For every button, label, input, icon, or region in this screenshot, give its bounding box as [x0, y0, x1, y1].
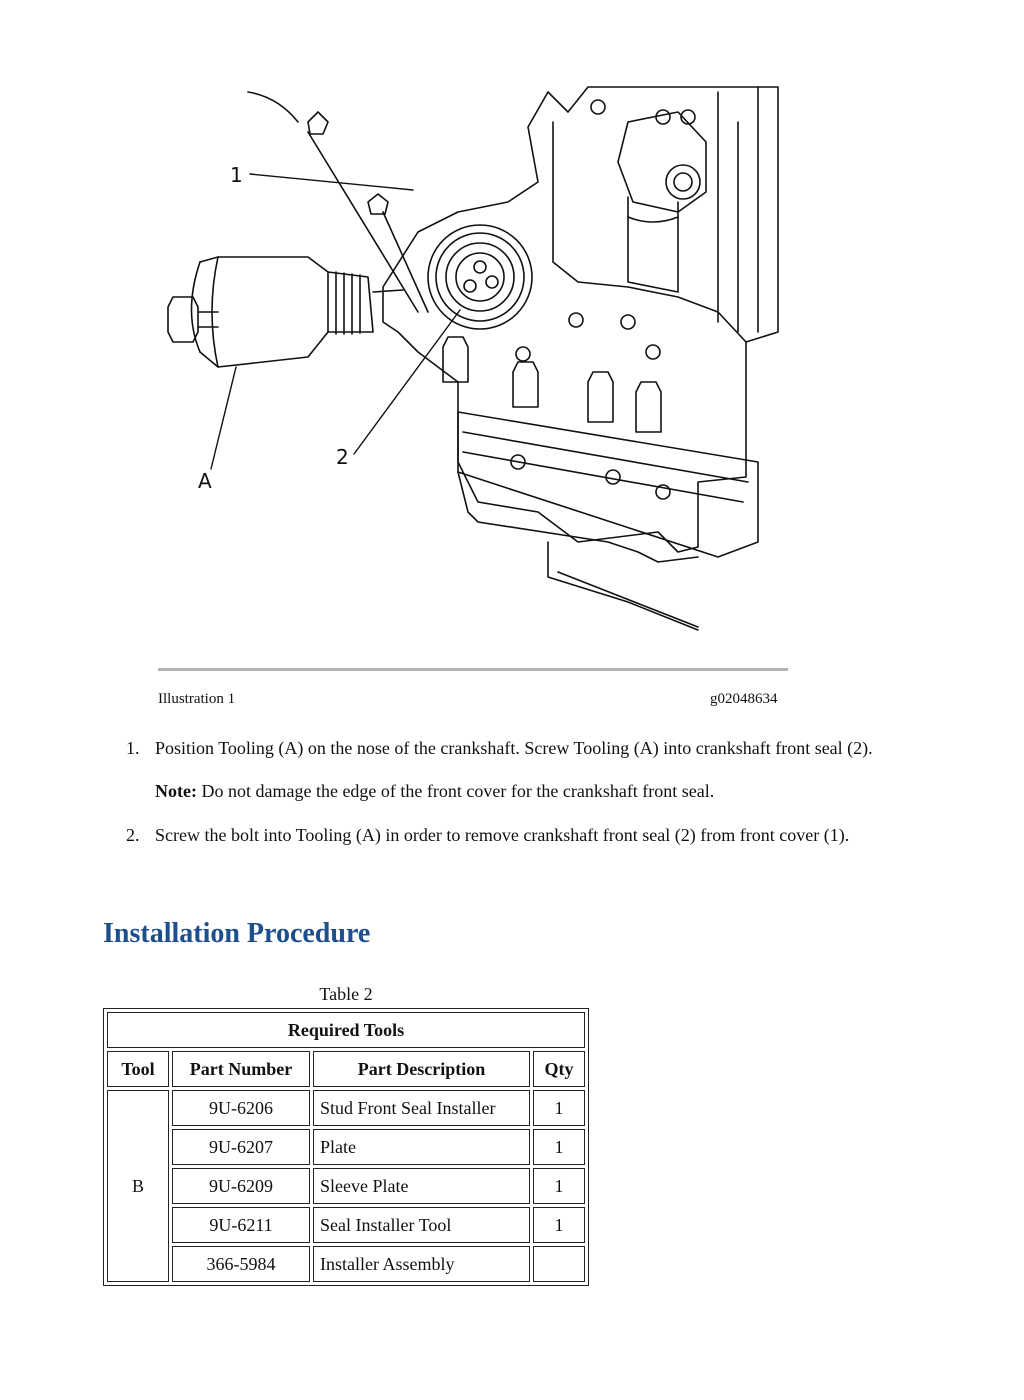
- step-text: Position Tooling (A) on the nose of the …: [155, 738, 873, 758]
- part-description-cell: Sleeve Plate: [313, 1168, 530, 1204]
- qty-cell: 1: [533, 1090, 585, 1126]
- part-description-cell: Seal Installer Tool: [313, 1207, 530, 1243]
- table-row: 9U-6209 Sleeve Plate 1: [107, 1168, 585, 1204]
- step-item: 2. Screw the bolt into Tooling (A) in or…: [126, 823, 926, 847]
- step-item: 1. Position Tooling (A) on the nose of t…: [126, 736, 926, 803]
- caption-divider: [158, 668, 788, 671]
- part-number-cell: 9U-6211: [172, 1207, 310, 1243]
- part-number-cell: 9U-6209: [172, 1168, 310, 1204]
- column-header: Tool: [107, 1051, 169, 1087]
- section-heading: Installation Procedure: [103, 918, 371, 949]
- part-description-cell: Stud Front Seal Installer: [313, 1090, 530, 1126]
- table-header-row: Tool Part Number Part Description Qty: [107, 1051, 585, 1087]
- callout-2: 2: [336, 445, 349, 469]
- callout-1: 1: [230, 163, 243, 187]
- qty-cell: 1: [533, 1129, 585, 1165]
- part-number-cell: 9U-6206: [172, 1090, 310, 1126]
- table-row: 9U-6211 Seal Installer Tool 1: [107, 1207, 585, 1243]
- required-tools-table: Required Tools Tool Part Number Part Des…: [103, 1008, 589, 1286]
- callout-a: A: [198, 469, 212, 493]
- note: Note: Do not damage the edge of the fron…: [155, 779, 926, 803]
- step-text: Screw the bolt into Tooling (A) in order…: [155, 825, 850, 845]
- part-description-cell: Plate: [313, 1129, 530, 1165]
- table-row: 366-5984 Installer Assembly: [107, 1246, 585, 1282]
- table-title: Required Tools: [107, 1012, 585, 1048]
- table-caption: Table 2: [319, 984, 373, 1004]
- table-row: 9U-6207 Plate 1: [107, 1129, 585, 1165]
- column-header: Part Description: [313, 1051, 530, 1087]
- qty-cell: [533, 1246, 585, 1282]
- illustration-id: g02048634: [710, 691, 778, 707]
- step-number: 1.: [126, 738, 140, 758]
- part-number-cell: 366-5984: [172, 1246, 310, 1282]
- part-description-cell: Installer Assembly: [313, 1246, 530, 1282]
- qty-cell: 1: [533, 1168, 585, 1204]
- part-number-cell: 9U-6207: [172, 1129, 310, 1165]
- engine-illustration: 1 2 A: [158, 82, 788, 647]
- illustration-caption: Illustration 1: [158, 691, 236, 707]
- step-number: 2.: [126, 825, 140, 845]
- note-text: Do not damage the edge of the front cove…: [196, 781, 715, 801]
- column-header: Qty: [533, 1051, 585, 1087]
- column-header: Part Number: [172, 1051, 310, 1087]
- qty-cell: 1: [533, 1207, 585, 1243]
- removal-steps: 1. Position Tooling (A) on the nose of t…: [126, 736, 926, 847]
- table-row: B 9U-6206 Stud Front Seal Installer 1: [107, 1090, 585, 1282]
- tool-cell: B: [107, 1090, 169, 1282]
- note-label: Note:: [155, 781, 197, 801]
- crankshaft-seal-removal-drawing: 1 2 A: [167, 86, 779, 631]
